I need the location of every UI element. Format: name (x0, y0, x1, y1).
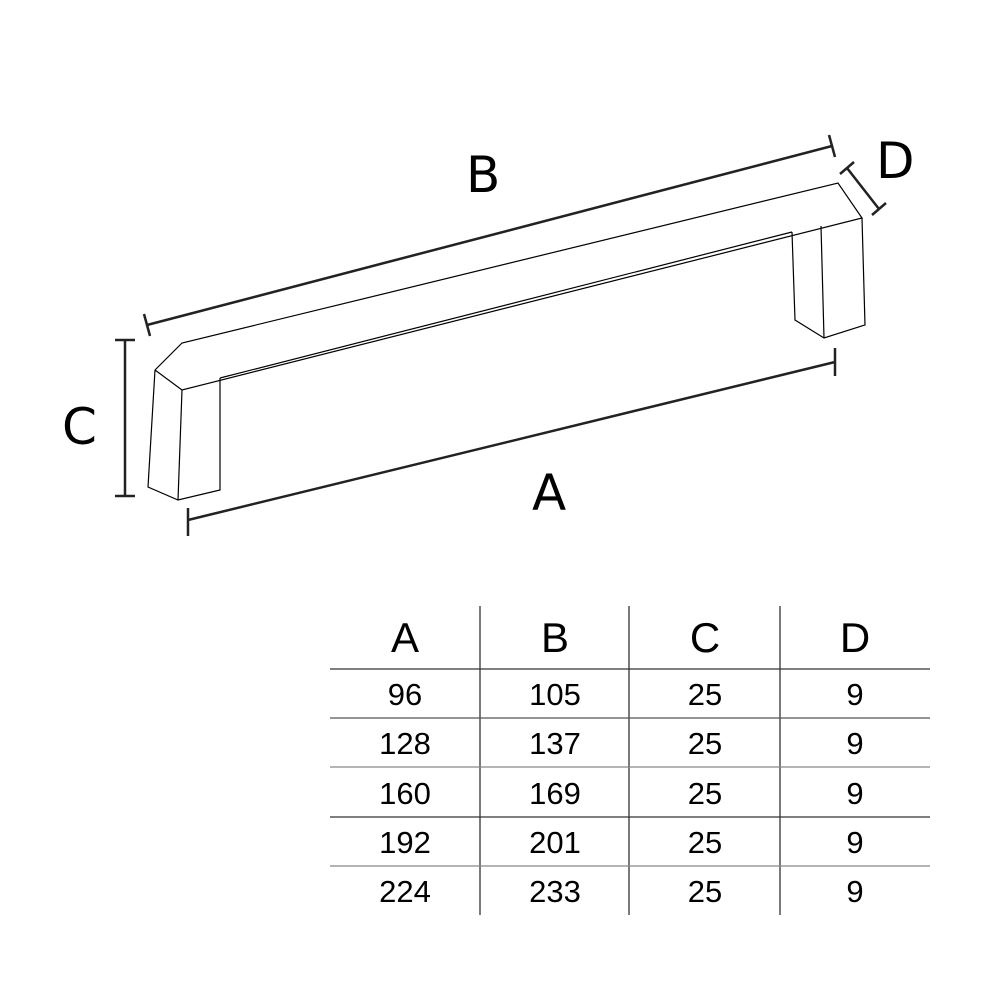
table-header-b: B (540, 614, 569, 661)
table-cell: 169 (529, 775, 581, 811)
table-cell: 233 (529, 874, 581, 910)
dimension-line-d (839, 161, 887, 216)
table-cell: 25 (687, 677, 723, 712)
table-cell: 25 (687, 775, 723, 811)
label-c: C (62, 398, 97, 456)
table-grid (330, 606, 930, 915)
label-a: A (532, 464, 566, 522)
dimension-line-a (186, 348, 837, 536)
handle-bar-underside (219, 231, 793, 379)
handle-outline (147, 182, 866, 501)
table-cell: 137 (529, 726, 581, 762)
table-cell: 96 (387, 677, 423, 712)
table-cell: 201 (529, 824, 581, 860)
table-cell: 160 (379, 775, 431, 811)
table-cell: 192 (379, 824, 431, 860)
right-leg (791, 217, 866, 339)
label-d: D (876, 132, 915, 190)
table-cell: 9 (846, 677, 864, 712)
table-cell: 9 (846, 775, 864, 811)
dimension-line-b (142, 134, 837, 337)
table-cell: 9 (846, 726, 864, 762)
table-cell: 25 (687, 726, 723, 762)
table-cell: 224 (379, 874, 431, 910)
dimension-line-c (115, 338, 135, 498)
table-cell: 128 (379, 726, 431, 762)
table-cell: 25 (687, 874, 723, 910)
table-header-d: D (839, 614, 871, 661)
label-b: B (466, 146, 500, 204)
table-cell: 9 (846, 824, 864, 860)
table-cell: 25 (687, 824, 723, 860)
table-cell: 9 (846, 874, 864, 910)
table-cell: 105 (529, 677, 581, 712)
handle-top-face (154, 182, 863, 391)
table-header-a: A (390, 614, 419, 661)
table-header-c: C (689, 614, 721, 661)
